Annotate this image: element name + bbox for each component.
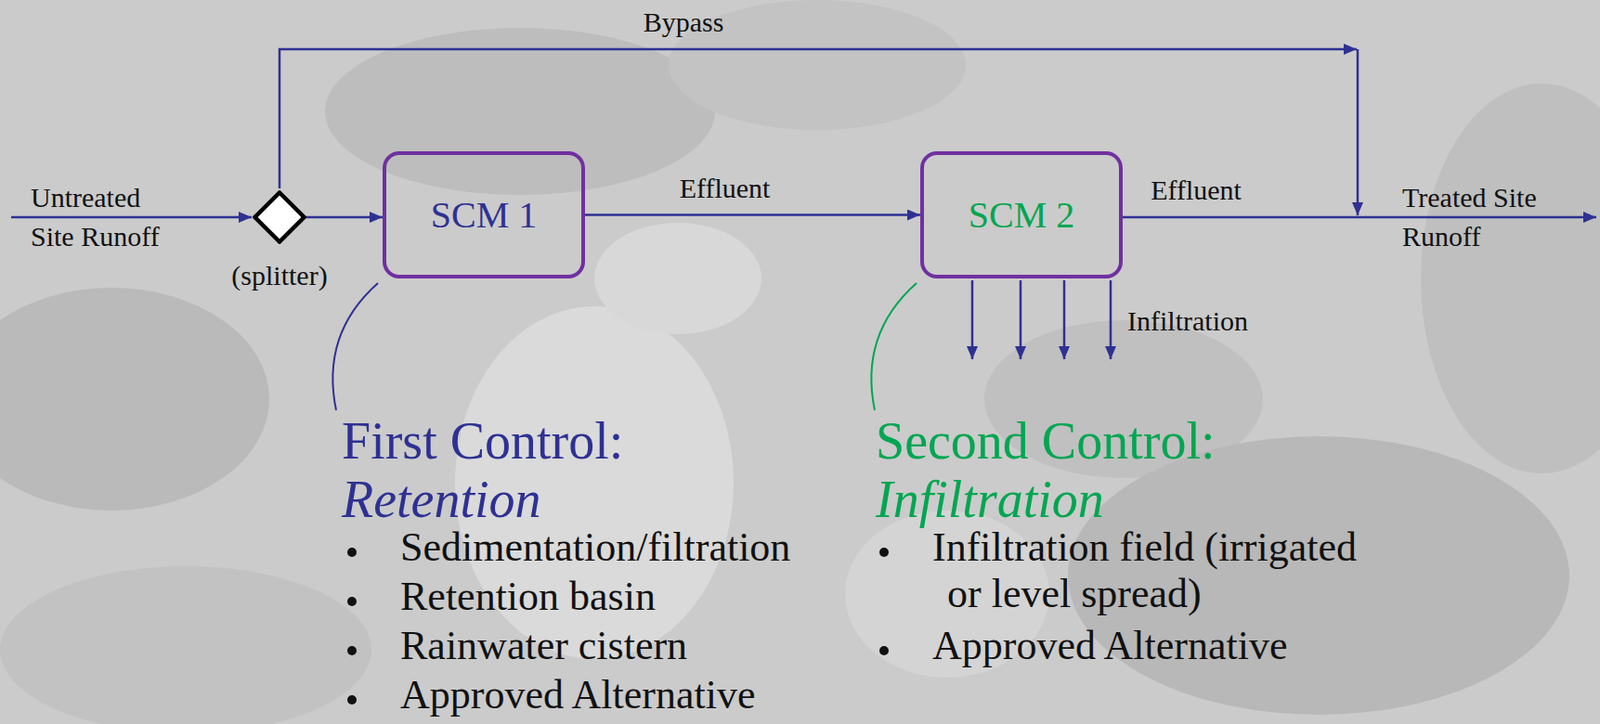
- flow-connector: [306, 216, 383, 220]
- outflow-line: [1122, 216, 1597, 220]
- background-rock: [1420, 83, 1600, 474]
- scm-box: SCM 1: [382, 151, 586, 279]
- control-heading: First Control:: [341, 415, 624, 468]
- bullet-dot: [347, 597, 357, 607]
- leader-line: [332, 283, 378, 411]
- bullet-dot: [347, 695, 357, 705]
- flow-label: Untreated Site Runoff: [30, 178, 170, 257]
- bullet-item: Rainwater cistern: [400, 623, 688, 670]
- diamond-outline: [252, 190, 307, 245]
- control-type: Infiltration: [875, 473, 1105, 526]
- bullet-item: Infiltration field (irrigated or level s…: [932, 524, 1388, 618]
- diamond-shape: [255, 193, 305, 243]
- flow-label: Effluent: [1150, 173, 1242, 208]
- inflow-line: [11, 216, 252, 220]
- flow-connector: [585, 213, 921, 217]
- bypass-line: [279, 49, 1357, 189]
- splitter-diamond: (splitter): [252, 190, 307, 245]
- bypass-drop: [1356, 49, 1360, 216]
- bullet-item: Retention basin: [400, 573, 656, 621]
- infiltration-arrow: [1063, 280, 1067, 360]
- flow-label: Bypass: [643, 5, 725, 40]
- scm-box: SCM 2: [920, 151, 1123, 279]
- background-rock: [0, 566, 372, 724]
- node-caption: (splitter): [231, 259, 327, 293]
- edge-label: Effluent: [679, 171, 771, 206]
- node-title: SCM 1: [430, 194, 538, 237]
- flow-label: Infiltration: [1127, 304, 1249, 339]
- bullet-item: Approved Alternative: [932, 623, 1288, 670]
- infiltration-arrow: [971, 280, 975, 360]
- leader-line: [871, 283, 917, 411]
- background-water: [594, 222, 762, 335]
- bullet-item: Approved Alternative: [400, 672, 755, 719]
- bullet-dot: [347, 646, 357, 656]
- infiltration-arrow: [1109, 280, 1113, 360]
- control-type: Retention: [341, 473, 542, 526]
- bullet-item: Sedimentation/filtration: [400, 524, 791, 572]
- control-heading: Second Control:: [875, 415, 1216, 468]
- bullet-dot: [347, 547, 357, 558]
- node-title: SCM 2: [968, 194, 1076, 237]
- bullet-dot: [879, 646, 889, 656]
- infiltration-arrow: [1019, 280, 1023, 360]
- flow-label: Treated Site Runoff: [1402, 178, 1551, 257]
- bullet-dot: [879, 547, 889, 558]
- background-rock: [0, 287, 270, 511]
